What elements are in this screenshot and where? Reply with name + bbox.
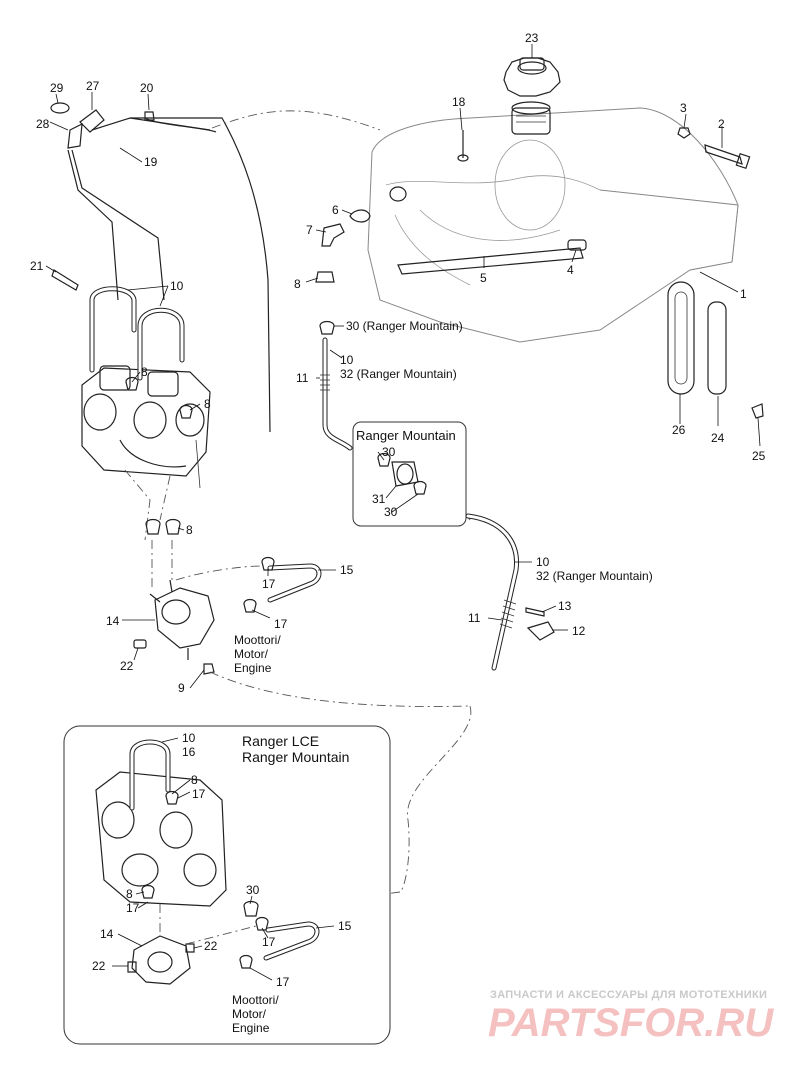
- callout-18: 18: [452, 95, 466, 109]
- callout-15-top: 15: [340, 563, 354, 577]
- callout-13: 13: [558, 599, 572, 613]
- engine-label-top-line1: Moottori/: [234, 633, 281, 647]
- callout-10-upper: 10: [340, 353, 354, 367]
- callout-8-carb-a: 8: [141, 365, 148, 379]
- callout-8-lower: 8: [186, 523, 193, 537]
- lce-inset-title-line1: Ranger LCE: [242, 733, 319, 749]
- watermark-tagline: ЗАПЧАСТИ И АКСЕССУАРЫ ДЛЯ МОТОТЕХНИКИ: [490, 989, 767, 1001]
- callout-5: 5: [480, 271, 487, 285]
- callout-27: 27: [86, 79, 100, 93]
- callout-32-ranger-mountain-lower: 32 (Ranger Mountain): [536, 569, 653, 583]
- vent-lines: [67, 110, 381, 433]
- vent-filter: [50, 102, 155, 149]
- carburetor-vent-hoses: [89, 286, 185, 381]
- callout-26: 26: [672, 423, 686, 437]
- callout-11-upper: 11: [296, 371, 309, 385]
- callout-30-inset-a: 30: [382, 445, 396, 459]
- callout-17-top-b: 17: [274, 617, 288, 631]
- callout-22-lce-a: 22: [204, 939, 218, 953]
- callout-8-lce-b: 8: [126, 887, 133, 901]
- pump-hoses-top: [175, 556, 471, 707]
- callout-7: 7: [306, 223, 313, 237]
- callout-17-lce-a: 17: [192, 787, 206, 801]
- spring-part: [51, 269, 79, 291]
- callout-22-lce-b: 22: [92, 959, 106, 973]
- callout-1: 1: [740, 287, 747, 301]
- callout-23: 23: [525, 31, 539, 45]
- callout-12: 12: [572, 624, 586, 638]
- ranger-mountain-inset-title: Ranger Mountain: [356, 428, 456, 443]
- tank-bolt: [677, 127, 751, 170]
- callout-32-ranger-mountain-upper: 32 (Ranger Mountain): [340, 367, 457, 381]
- callout-25: 25: [752, 449, 766, 463]
- callout-17-lce-c: 17: [262, 935, 276, 949]
- callout-29: 29: [50, 81, 64, 95]
- watermark: ЗАПЧАСТИ И АКСЕССУАРЫ ДЛЯ МОТОТЕХНИКИ PA…: [488, 989, 774, 1045]
- callout-8-tank: 8: [294, 277, 301, 291]
- leader-lines: [45, 44, 761, 981]
- callout-14-lce: 14: [100, 927, 114, 941]
- callout-15-lce: 15: [338, 919, 352, 933]
- callout-3: 3: [680, 101, 687, 115]
- callout-10-lower: 10: [536, 555, 550, 569]
- watermark-brand: PARTSFOR.RU: [488, 1001, 774, 1045]
- callout-22-top: 22: [120, 659, 134, 673]
- callout-17-lce-d: 17: [276, 975, 290, 989]
- callout-9: 9: [178, 681, 185, 695]
- ranger-lce-inset: [63, 725, 391, 1045]
- callout-30-inset-b: 30: [384, 505, 398, 519]
- callout-21: 21: [30, 259, 44, 273]
- callout-14-top: 14: [106, 614, 120, 628]
- carburetors-top: [81, 365, 211, 541]
- callout-17-lce-b: 17: [126, 901, 140, 915]
- engine-label-lce-line1: Moottori/: [232, 993, 279, 1007]
- ranger-mountain-filter-inset: [352, 421, 471, 527]
- engine-label-lce-line3: Engine: [232, 1021, 270, 1035]
- callout-31: 31: [372, 492, 386, 506]
- lce-inset-title-line2: Ranger Mountain: [242, 749, 349, 765]
- tank-straps: [667, 281, 764, 419]
- callout-2: 2: [718, 117, 725, 131]
- callout-8-lce-a: 8: [191, 773, 198, 787]
- callout-11-lower: 11: [468, 611, 481, 625]
- callout-8-carb-b: 8: [204, 397, 211, 411]
- fuel-pump-top: [133, 540, 215, 675]
- engine-label-lce-line2: Motor/: [232, 1007, 267, 1021]
- fuel-cap: [503, 57, 561, 97]
- callout-10-carb: 10: [170, 279, 184, 293]
- hose-clamps-8: [125, 376, 193, 535]
- callout-4: 4: [567, 263, 574, 277]
- callout-6: 6: [332, 203, 339, 217]
- callout-19: 19: [144, 155, 158, 169]
- callout-30-lce: 30: [246, 883, 260, 897]
- callout-20: 20: [140, 81, 154, 95]
- fuel-tank: [367, 101, 739, 343]
- callout-30-ranger-mountain: 30 (Ranger Mountain): [346, 319, 463, 333]
- callout-17-top-a: 17: [262, 577, 276, 591]
- engine-label-top-line2: Motor/: [234, 647, 269, 661]
- callout-28: 28: [36, 117, 50, 131]
- callout-24: 24: [711, 431, 725, 445]
- callout-16: 16: [182, 745, 196, 759]
- callout-10-lce: 10: [182, 731, 196, 745]
- callout-labels: 1 2 3 4 5 6 7 8 18 23 24 25 26 29 27 28 …: [30, 31, 766, 1035]
- engine-label-top-line3: Engine: [234, 661, 272, 675]
- fuel-line-upper: [319, 320, 353, 451]
